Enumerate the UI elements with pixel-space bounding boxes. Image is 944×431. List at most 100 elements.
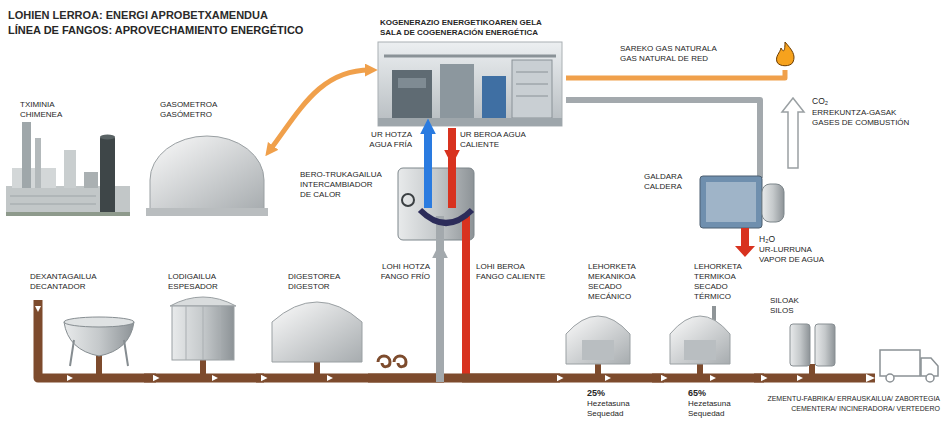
- equipment-label: 65%: [688, 388, 731, 399]
- equipment-label: SAREKO GAS NATURALA: [620, 44, 717, 54]
- equipment-label: LEHORKETA MEKANIKOA: [588, 262, 636, 282]
- truck-icon-part: [880, 350, 920, 376]
- edge-label: LOHI BEROA FANGO CALIENTE: [476, 262, 548, 282]
- thickener-illustration-part: [170, 297, 236, 306]
- equipment-label: LODIGAILUA: [168, 272, 218, 282]
- equipment-label: Sequedad: [587, 409, 630, 419]
- cogeneration-room-illustration-part: [482, 76, 506, 118]
- pipe-connector: [566, 70, 785, 78]
- thickener-illustration-part: [186, 306, 220, 360]
- cogeneration-room-illustration-part: [378, 42, 562, 126]
- pipe-segment: [566, 70, 785, 78]
- sludge-pipe-part: [35, 306, 41, 312]
- pipe-connector: [144, 378, 156, 379]
- cogeneration-room-illustration: [378, 42, 562, 126]
- chimney-illustration-part: [100, 136, 115, 216]
- annotation-label: VAPOR DE AGUA: [759, 255, 824, 265]
- heat-exchanger-illustration-part: [424, 156, 432, 208]
- pipe-connector: [428, 128, 429, 156]
- sludge-pipe-part: [797, 375, 803, 381]
- edge-label: LOHI HOTZA FANGO FRÍO: [376, 262, 430, 282]
- label-stack: 25%HezetasunaSequedad: [587, 388, 630, 419]
- cogeneration-room-illustration-part: [440, 64, 474, 118]
- sludge-pipe-part: [866, 374, 875, 382]
- annotation-label: UR-LURRUNA: [759, 245, 812, 255]
- sludge-pipe: [35, 300, 875, 382]
- cogeneration-room-illustration-part: [516, 72, 548, 96]
- chimney-illustration-part: [12, 168, 56, 188]
- equipment-node: LEHORKETA MEKANIKOASECADO MECÁNICO 25%Hez…: [560, 258, 652, 424]
- equipment-node: LODIGAILUAESPESADOR: [156, 266, 256, 388]
- pipe-connector: [462, 252, 560, 382]
- pipe-segment: [368, 374, 444, 383]
- equipment-label: SILOAK: [770, 296, 799, 306]
- equipment-label: SECADO TÉRMICO: [694, 282, 731, 302]
- chimney-illustration-part: [64, 150, 76, 188]
- annotation-label: CEMENTERA/ INCINERADORA/ VERTEDERO: [791, 404, 940, 413]
- silos-illustration-part: [815, 324, 835, 366]
- pipe-connector: [452, 128, 453, 156]
- sludge-pipe-part: [200, 358, 206, 376]
- truck-icon-part: [926, 374, 934, 382]
- gasometer-illustration-part: [146, 208, 268, 216]
- equipment-node: KOGENERAZIO ENERGETIKOAREN GELASALA DE C…: [370, 14, 566, 128]
- equipment-label: 25%: [587, 388, 630, 399]
- cogeneration-room-illustration-part: [392, 70, 432, 118]
- pipe-connector: [566, 100, 760, 166]
- sludge-pipe-part: [38, 300, 875, 378]
- equipment-label: Hezetasuna: [587, 399, 630, 409]
- pipe-segment: [462, 252, 470, 382]
- gasometer-illustration: [146, 136, 268, 216]
- label-stack: GASOMETROAGASÓMETRO: [160, 100, 217, 120]
- boiler-illustration-part: [706, 182, 756, 222]
- equipment-label: GASÓMETRO: [160, 110, 217, 120]
- cogeneration-room-illustration-part: [512, 60, 552, 118]
- mechanical-dryer-illustration: [566, 316, 630, 364]
- pipe-segment: [436, 252, 444, 382]
- pipe-segment: [448, 128, 456, 156]
- equipment-label: TXIMINIA: [20, 100, 62, 110]
- cogeneration-room-illustration-part: [384, 55, 556, 58]
- equipment-label: SECADO MECÁNICO: [588, 282, 631, 302]
- label-stack: SAREKO GAS NATURALAGAS NATURAL DE RED: [620, 44, 717, 64]
- equipment-label: Hezetasuna: [688, 399, 731, 409]
- steam-arrow: [735, 228, 755, 257]
- equipment-label: BERO-TRUKAGAILUA: [300, 170, 382, 180]
- equipment-label: DEXANTAGAILUA: [30, 272, 97, 282]
- digester-illustration: [272, 302, 362, 362]
- pipe-segment: [424, 128, 432, 156]
- chimney-illustration-part: [35, 138, 41, 188]
- label-stack: LEHORKETA TERMIKOASECADO TÉRMICO: [694, 262, 741, 302]
- pipe-segment: [462, 374, 560, 383]
- annotation-label: H₂O: [759, 234, 775, 245]
- equipment-label: SALA DE COGENERACIÓN ENERGÉTICA: [380, 28, 542, 38]
- chimney-illustration-part: [84, 172, 98, 188]
- equipment-node: SAREKO GAS NATURALAGAS NATURAL DE RED: [612, 40, 802, 70]
- equipment-label: SILOS: [770, 306, 799, 316]
- thickener-illustration: [170, 297, 236, 360]
- chimney-illustration-part: [10, 196, 96, 204]
- annotation-label: ERREKUNTZA-GASAK: [812, 108, 896, 118]
- equipment-node: LEHORKETA TERMIKOASECADO TÉRMICO 65%Hezet…: [664, 258, 754, 424]
- diagram-title: LOHIEN LERROA: ENERGI APROBETXAMENDUA: [8, 8, 268, 22]
- exhaust-arrow: [782, 98, 804, 168]
- label-stack: BERO-TRUKAGAILUAINTERCAMBIADOR DE CALOR: [300, 170, 382, 200]
- equipment-node: TXIMINIACHIMENEA: [4, 96, 136, 218]
- gas-flame-icon-part: [777, 42, 794, 66]
- decanter-illustration: [64, 317, 134, 366]
- label-stack: DIGESTOREADIGESTOR: [288, 272, 340, 292]
- decanter-illustration-part: [70, 340, 128, 366]
- sludge-pipe-part: [212, 375, 218, 381]
- silos-illustration-part: [790, 324, 810, 366]
- heat-exchanger-illustration: [398, 156, 474, 252]
- equipment-label: DIGESTOR: [288, 282, 340, 292]
- pipe-segment: [652, 374, 664, 383]
- equipment-label: GALDARA: [644, 172, 682, 182]
- equipment-label: DECANTADOR: [30, 282, 97, 292]
- sludge-pipe-part: [809, 364, 815, 376]
- label-stack: TXIMINIACHIMENEA: [20, 100, 62, 120]
- label-stack: DEXANTAGAILUADECANTADOR: [30, 272, 97, 292]
- steam-arrow-part: [735, 228, 755, 257]
- equipment-node: DEXANTAGAILUADECANTADOR: [24, 266, 144, 388]
